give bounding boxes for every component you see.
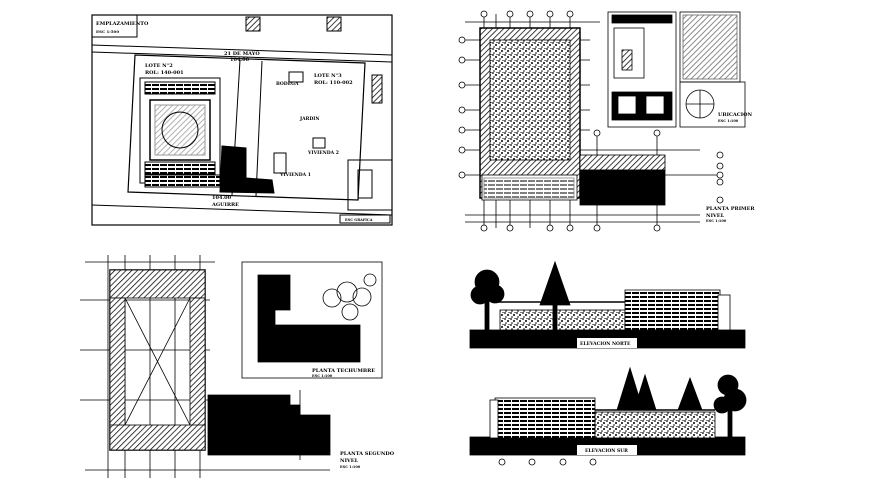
second-floor-plan: [80, 255, 383, 478]
roof-plan-scale: ESC 1:100: [312, 374, 333, 378]
garden-label: JARDIN: [299, 116, 319, 122]
site-plan-labels: EMPLAZAMIENTO ESC 1:500 21 DE MAYO 104.0…: [96, 21, 373, 222]
elevation-labels: ELEVACION NORTE ELEVACION SUR: [577, 338, 637, 455]
lot-left-label: LOTE N°2: [145, 63, 173, 69]
building-2-label: VIVIENDA 2: [307, 150, 339, 156]
lot-right-rol: ROL: 110-002: [314, 80, 353, 86]
building-1-label: VIVIENDA 1: [279, 172, 311, 178]
street-top-dimension: 104.00: [230, 57, 250, 63]
roof-plan-title: PLANTA TECHUMBRE: [312, 368, 375, 374]
first-floor-title: PLANTA PRIMER: [706, 206, 755, 212]
site-plan-title: EMPLAZAMIENTO: [96, 21, 149, 27]
south-elevation-title: ELEVACION SUR: [585, 448, 628, 454]
shed-label: BODEGA: [276, 81, 299, 87]
site-plan-scale: ESC 1:500: [96, 29, 119, 34]
first-floor-scale: ESC 1:100: [706, 219, 727, 223]
elevation-south: [469, 366, 747, 466]
location-title: UBICACION: [718, 112, 752, 118]
location-scale: ESC 1:100: [718, 119, 739, 123]
street-top-label: 21 DE MAYO: [224, 51, 260, 57]
first-floor-plan: [458, 10, 746, 232]
scale-bar-label: ESC GRAFICA: [345, 218, 373, 222]
street-bottom-dimension: 104.00: [212, 195, 232, 201]
elevation-north: [469, 260, 746, 349]
second-floor-title-level: NIVEL: [340, 458, 359, 464]
lot-left-rol: ROL: 140-001: [145, 70, 184, 76]
first-floor-title-level: NIVEL: [706, 213, 725, 219]
second-floor-title: PLANTA SEGUNDO: [340, 451, 395, 457]
street-bottom-label: AGUIRRE: [211, 202, 239, 208]
second-floor-labels: PLANTA TECHUMBRE ESC 1:100 PLANTA SEGUND…: [312, 368, 395, 469]
site-plan: [91, 14, 393, 226]
second-floor-scale: ESC 1:100: [340, 465, 361, 469]
north-elevation-title: ELEVACION NORTE: [580, 341, 631, 347]
first-floor-labels: UBICACION ESC 1:100 PLANTA PRIMER NIVEL …: [706, 112, 755, 223]
lot-right-label: LOTE N°3: [314, 73, 342, 79]
